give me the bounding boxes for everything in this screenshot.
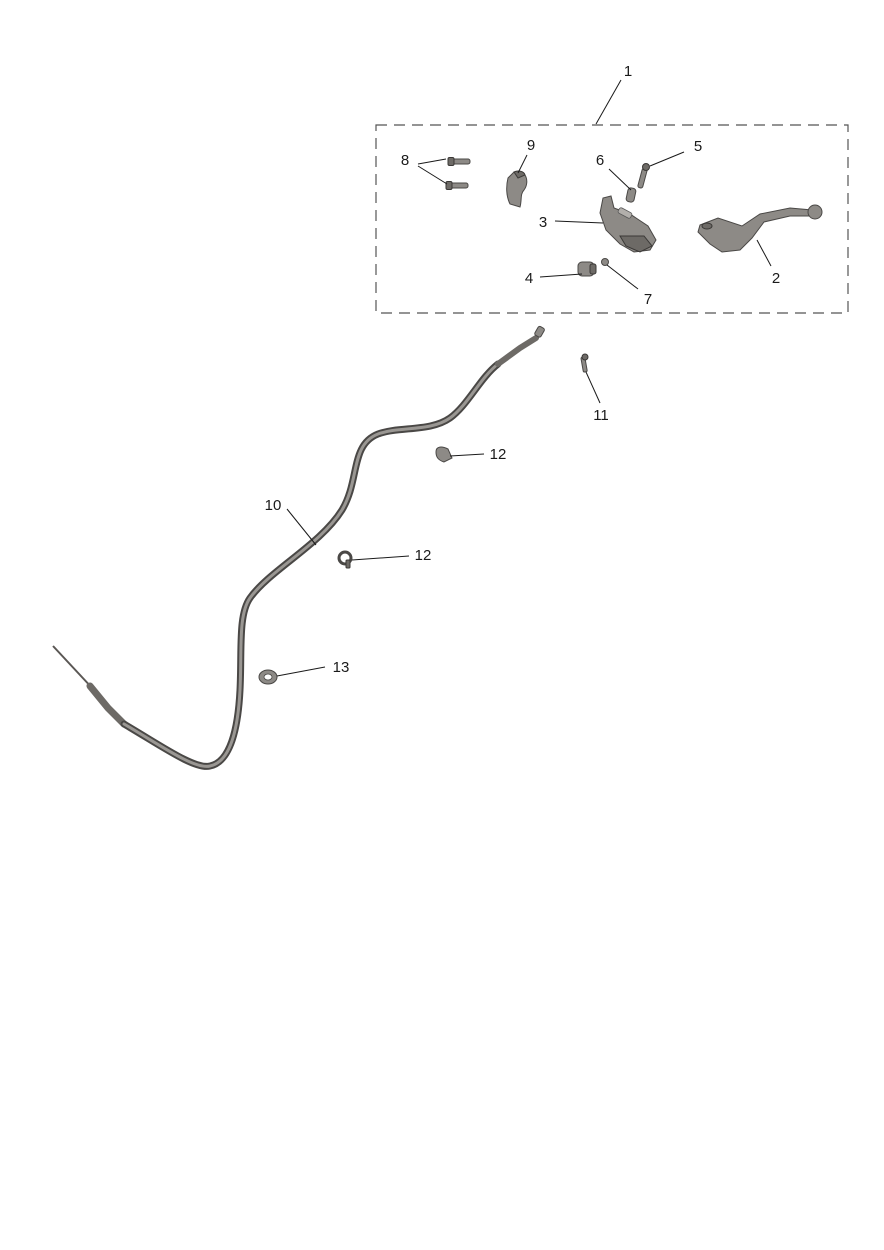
leader-line-10	[286, 508, 317, 546]
callout-6: 6	[596, 152, 604, 169]
callout-13: 13	[333, 659, 350, 676]
leader-line-12a	[449, 453, 485, 457]
callout-9: 9	[527, 137, 535, 154]
grommet-part	[258, 669, 278, 685]
callout-2: 2	[772, 270, 780, 287]
leader-line-5	[649, 151, 685, 167]
pin-part	[625, 187, 637, 203]
cable-clip-part-upper	[435, 446, 453, 463]
clutch-lever-part	[697, 204, 823, 253]
callout-4: 4	[525, 270, 533, 287]
callout-11: 11	[593, 407, 609, 424]
callout-7: 7	[644, 291, 652, 308]
kit-boundary-box	[375, 124, 849, 314]
callout-10: 10	[265, 497, 282, 514]
leader-line-9	[517, 154, 528, 174]
cable-clip-part-lower	[337, 550, 353, 569]
callout-12-upper: 12	[490, 446, 507, 463]
leader-line-7	[606, 264, 639, 290]
clutch-cable-part	[52, 325, 545, 770]
detent-ball-part	[601, 258, 609, 266]
callout-1: 1	[624, 63, 632, 80]
leader-line-11	[585, 371, 601, 404]
leader-line-12b	[351, 555, 410, 561]
screw-part	[637, 163, 650, 189]
callout-3: 3	[539, 214, 547, 231]
callout-5: 5	[694, 138, 702, 155]
leader-line-4	[539, 273, 583, 278]
leader-line-3	[554, 220, 604, 224]
clamp-part	[506, 170, 528, 208]
leader-line-1	[595, 79, 622, 125]
callout-8: 8	[401, 152, 409, 169]
leader-line-13	[276, 666, 326, 677]
small-bolt-part	[580, 353, 589, 373]
bolt-pair-part	[445, 157, 471, 190]
leader-line-2	[756, 239, 772, 267]
lever-bracket-part	[599, 195, 657, 253]
adjuster-part	[577, 261, 597, 277]
leader-line-6	[608, 168, 632, 191]
leader-line-8a	[417, 158, 447, 165]
leader-line-8b	[417, 165, 448, 185]
callout-12-lower: 12	[415, 547, 432, 564]
